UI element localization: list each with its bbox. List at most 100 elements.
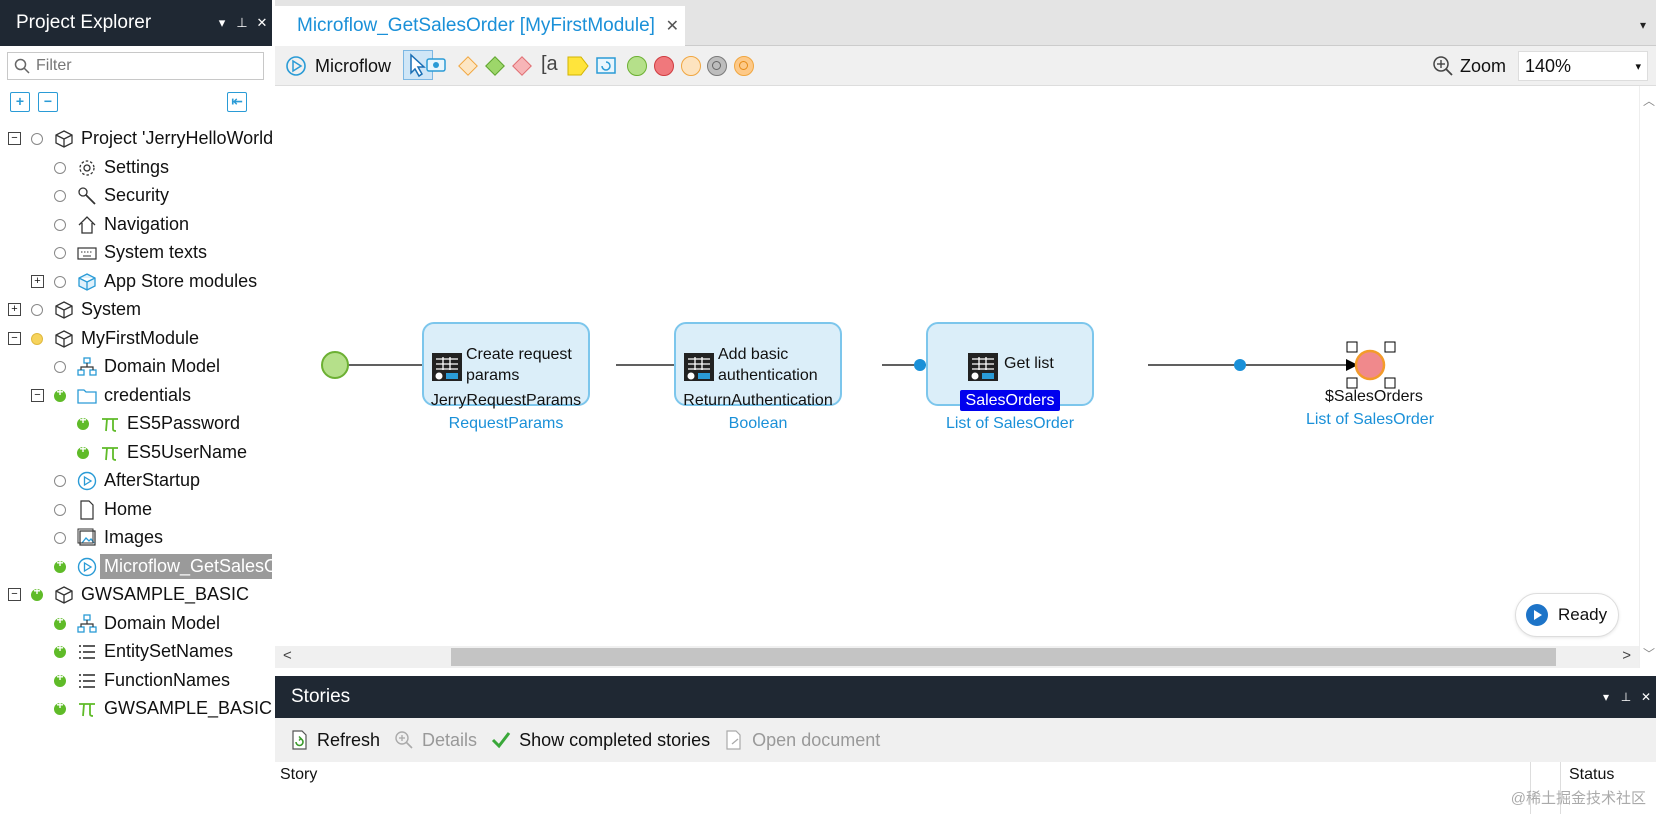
microflow-icon [286, 56, 306, 76]
status-pill[interactable]: Ready [1515, 593, 1619, 637]
pointer-icon [410, 53, 426, 78]
tree-item[interactable]: FunctionNames [0, 666, 272, 696]
activity-box[interactable]: Create request params [422, 322, 590, 406]
error-tool-icon[interactable] [512, 56, 532, 76]
details-button[interactable]: Details [394, 730, 477, 751]
output-variable[interactable]: SalesOrders [910, 390, 1110, 411]
scroll-up-icon[interactable]: ︿ [1643, 94, 1656, 108]
expand-icon[interactable]: + [8, 303, 21, 316]
pin-icon[interactable]: ⊥ [236, 15, 248, 30]
sync-editor-icon[interactable]: ⇤ [227, 92, 247, 112]
tree-item[interactable]: −credentials [0, 381, 272, 411]
tree-item[interactable]: System texts [0, 238, 272, 268]
scroll-right-icon[interactable]: > [1622, 647, 1631, 664]
tab-microflow-getsalesorder[interactable]: Microflow_GetSalesOrder [MyFirstModule] … [275, 6, 685, 46]
end-event[interactable] [1354, 349, 1386, 381]
selection-handle[interactable] [1346, 377, 1358, 389]
zoom-in-icon[interactable] [1432, 55, 1454, 77]
output-type: List of SalesOrder [945, 415, 1075, 432]
cube-icon [53, 128, 75, 150]
annotation-tool-icon[interactable]: [a [541, 53, 558, 75]
parameter-tool-button[interactable] [567, 56, 589, 76]
collapse-icon[interactable]: − [31, 388, 44, 402]
close-tab-icon[interactable]: ✕ [665, 18, 679, 35]
collapse-icon[interactable]: − [8, 588, 21, 601]
close-panel-icon[interactable]: ✕ [256, 15, 268, 30]
selection-handle[interactable] [1346, 341, 1358, 353]
collapse-icon[interactable]: − [8, 331, 21, 345]
panel-menu-icon[interactable]: ▾ [218, 15, 226, 30]
selection-handle[interactable] [1384, 341, 1396, 353]
pi-icon [99, 442, 121, 464]
tree-item[interactable]: Security [0, 181, 272, 211]
tree-item[interactable]: Images [0, 523, 272, 553]
start-event-tool-icon[interactable] [627, 56, 647, 76]
tree-item[interactable]: Navigation [0, 210, 272, 240]
tree-item[interactable]: GWSAMPLE_BASIC [0, 694, 272, 724]
tree-item[interactable]: Settings [0, 153, 272, 183]
start-event[interactable] [321, 351, 349, 379]
zoom-select[interactable]: 140% ▾ [1518, 51, 1648, 81]
status-text: Ready [1558, 605, 1608, 624]
loop-tool-button[interactable] [595, 55, 617, 77]
tree-item[interactable]: EntitySetNames [0, 637, 272, 667]
expand-icon[interactable]: + [31, 274, 44, 288]
microflow-label: Microflow [315, 55, 392, 76]
scroll-left-icon[interactable]: < [283, 647, 292, 664]
activity-box[interactable]: Add basic authentication [674, 322, 842, 406]
refresh-button[interactable]: Refresh [289, 730, 380, 751]
show-completed-stories-toggle[interactable]: Show completed stories [491, 730, 710, 751]
status-dot [54, 670, 66, 687]
tree-item[interactable]: Domain Model [0, 609, 272, 639]
tree-item[interactable]: −GWSAMPLE_BASIC [0, 580, 272, 610]
horizontal-scrollbar[interactable]: < > [275, 646, 1639, 668]
vertical-scrollbar[interactable]: ︿ ﹀ [1639, 86, 1656, 668]
microflow-properties-button[interactable]: Microflow [285, 55, 391, 77]
rest-call-icon [682, 350, 716, 384]
tree-item[interactable]: AfterStartup [0, 466, 272, 496]
continue-event-tool-icon[interactable] [707, 56, 727, 76]
output-variable[interactable]: JerryRequestParams [406, 392, 606, 410]
tree-item[interactable]: −MyFirstModule [0, 324, 272, 354]
status-dot [54, 698, 66, 715]
filter-field[interactable] [7, 52, 264, 80]
tab-list-chevron-icon[interactable]: ▾ [1639, 18, 1646, 32]
error-event-tool-icon[interactable] [681, 56, 701, 76]
keyboard-icon [76, 242, 98, 264]
wrench-icon [76, 185, 98, 207]
tree-item[interactable]: ES5Password [0, 409, 272, 439]
close-panel-icon[interactable]: ✕ [1640, 690, 1652, 704]
expand-all-icon[interactable]: + [10, 92, 30, 112]
open-document-button[interactable]: Open document [724, 730, 880, 751]
tree-item[interactable]: +System [0, 295, 272, 325]
panel-menu-icon[interactable]: ▾ [1602, 690, 1610, 704]
tree-item[interactable]: +App Store modules [0, 267, 272, 297]
decision-tool-icon[interactable] [458, 56, 478, 76]
collapse-icon[interactable]: − [8, 132, 21, 145]
end-event-tool-icon[interactable] [654, 56, 674, 76]
tree-item[interactable]: Microflow_GetSalesOrder [0, 552, 272, 582]
break-event-tool-icon[interactable] [734, 56, 754, 76]
tree-item[interactable]: ES5UserName [0, 438, 272, 468]
scroll-thumb[interactable] [451, 648, 1556, 666]
filter-input[interactable] [36, 57, 256, 75]
output-variable[interactable]: ReturnAuthentication [658, 392, 858, 410]
pointer-tool-button[interactable] [403, 50, 433, 80]
scroll-down-icon[interactable]: ﹀ [1643, 647, 1656, 661]
selection-handle[interactable] [1384, 377, 1396, 389]
column-header-status[interactable]: Status [1569, 766, 1615, 783]
activity-tool-button[interactable] [425, 54, 447, 76]
collapse-all-icon[interactable]: − [38, 92, 58, 112]
flow-handle[interactable] [914, 359, 926, 371]
column-header-story[interactable]: Story [280, 766, 318, 783]
activity-icon [426, 58, 446, 72]
tree-item[interactable]: −Project 'JerryHelloWorld' [0, 124, 272, 154]
flow-handle[interactable] [1234, 359, 1246, 371]
column-divider [1530, 762, 1531, 814]
tree-item[interactable]: Domain Model [0, 352, 272, 382]
merge-tool-icon[interactable] [485, 56, 505, 76]
loop-icon [596, 57, 616, 74]
tree-item[interactable]: Home [0, 495, 272, 525]
pin-icon[interactable]: ⊥ [1620, 690, 1632, 704]
